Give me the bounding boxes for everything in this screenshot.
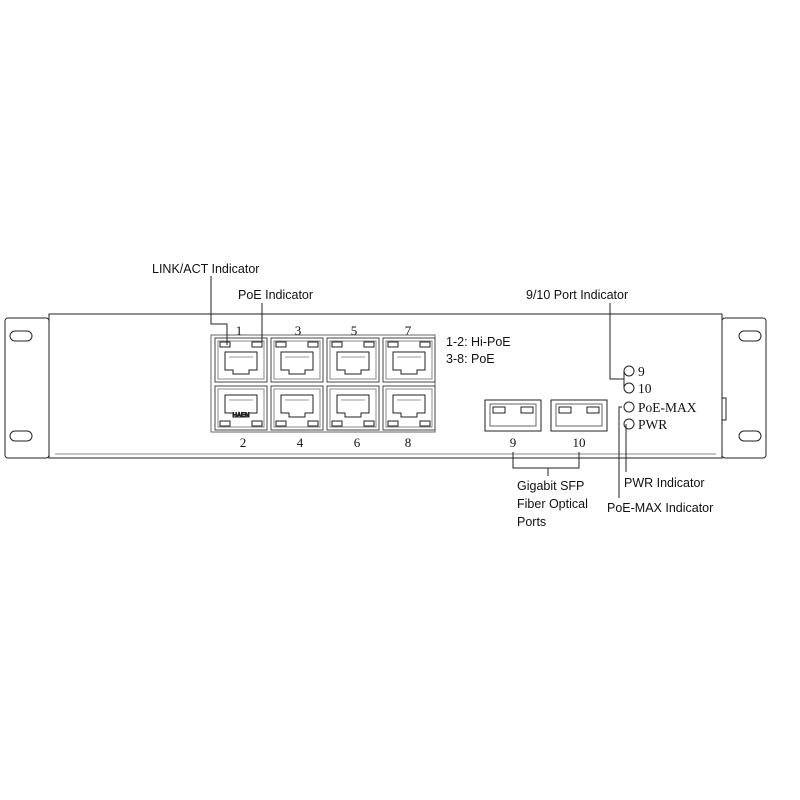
led-label-poe-max: PoE-MAX — [638, 400, 697, 415]
sfp-port-10 — [550, 399, 608, 432]
link-act-indicator-label: LINK/ACT Indicator — [152, 262, 259, 276]
poe-indicator-label: PoE Indicator — [238, 288, 313, 302]
port-number-7: 7 — [405, 323, 412, 338]
sfp-port-block — [484, 399, 608, 432]
led-9 — [623, 365, 635, 377]
link-act-led — [275, 341, 287, 348]
poe-led — [307, 341, 319, 348]
port-number-3: 3 — [295, 323, 302, 338]
poe-legend-poe: 3-8: PoE — [446, 352, 495, 366]
link-act-led — [219, 420, 231, 427]
sfp-callout-line3: Ports — [517, 515, 546, 529]
sfp-callout-line2: Fiber Optical — [517, 497, 588, 511]
rj45-port-5 — [326, 337, 380, 383]
led-pwr — [623, 418, 635, 430]
front-panel — [48, 313, 723, 459]
mount-slot-left-top — [9, 330, 33, 342]
sfp-port-number-10: 10 — [573, 435, 586, 450]
mount-slot-right-bottom — [738, 430, 762, 442]
sfp-callout-line1: Gigabit SFP — [517, 479, 584, 493]
port-number-2: 2 — [240, 435, 247, 450]
pwr-indicator-label: PWR Indicator — [624, 476, 705, 490]
poe-led — [251, 420, 263, 427]
led-poe-max — [623, 401, 635, 413]
poe-legend-hi-poe: 1-2: Hi-PoE — [446, 335, 511, 349]
poe-led — [419, 420, 431, 427]
rj45-port-8 — [382, 385, 436, 431]
chassis — [4, 313, 767, 459]
port-number-8: 8 — [405, 435, 412, 450]
poe-led — [419, 341, 431, 348]
sfp-port-9 — [484, 399, 542, 432]
callout-leader-lines — [210, 276, 627, 498]
mount-slot-right-top — [738, 330, 762, 342]
link-act-led — [219, 341, 231, 348]
poe-led — [251, 341, 263, 348]
link-act-led — [331, 420, 343, 427]
status-leds — [623, 365, 635, 430]
port-number-1: 1 — [236, 323, 243, 338]
link-act-led — [275, 420, 287, 427]
link-act-led — [387, 420, 399, 427]
rj45-port-7 — [382, 337, 436, 383]
link-act-led — [331, 341, 343, 348]
port-number-6: 6 — [354, 435, 361, 450]
port-9-10-indicator-label: 9/10 Port Indicator — [526, 288, 628, 302]
led-label-pwr: PWR — [638, 417, 667, 432]
rj45-port-6 — [326, 385, 380, 431]
jack-marking: HAEN — [233, 413, 250, 419]
rj45-port-block: HAEN — [210, 334, 436, 433]
port-number-4: 4 — [297, 435, 304, 450]
sfp-port-number-9: 9 — [510, 435, 517, 450]
port-number-5: 5 — [351, 323, 358, 338]
rj45-port-1 — [214, 337, 268, 383]
poe-max-indicator-label: PoE-MAX Indicator — [607, 501, 713, 515]
rj45-port-2 — [214, 385, 268, 431]
rj45-port-3 — [270, 337, 324, 383]
led-10 — [623, 382, 635, 394]
led-label-9: 9 — [638, 364, 645, 379]
poe-led — [363, 341, 375, 348]
led-label-10: 10 — [638, 381, 652, 396]
rj45-port-4 — [270, 385, 324, 431]
poe-led — [307, 420, 319, 427]
poe-led — [363, 420, 375, 427]
mount-slot-left-bottom — [9, 430, 33, 442]
link-act-led — [387, 341, 399, 348]
